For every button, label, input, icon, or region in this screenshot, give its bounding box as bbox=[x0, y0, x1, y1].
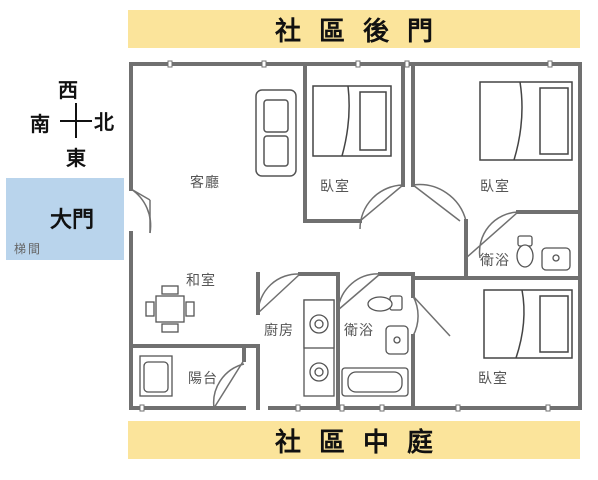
bedroom-c-label: 臥室 bbox=[478, 371, 508, 387]
back-gate-banner: 社區後門 bbox=[128, 10, 580, 48]
kitchen-label: 廚房 bbox=[264, 323, 294, 339]
japanese-room-label: 和室 bbox=[186, 273, 216, 289]
small-bathroom-label: 衛浴 bbox=[480, 253, 510, 269]
compass-north: 北 bbox=[94, 110, 114, 134]
bed-icon-a bbox=[312, 85, 392, 157]
dining-table-icon bbox=[145, 285, 195, 333]
bath-toilet-icon bbox=[367, 295, 403, 312]
living-room-label: 客廳 bbox=[190, 175, 220, 191]
entrance-area bbox=[6, 178, 124, 260]
balcony-basin-icon bbox=[139, 355, 173, 397]
compass-south: 南 bbox=[30, 112, 50, 136]
main-bathroom-label: 衛浴 bbox=[344, 323, 374, 339]
courtyard-label: 社區中庭 bbox=[274, 427, 451, 458]
sofa-icon bbox=[255, 89, 297, 177]
sink-icon bbox=[541, 247, 571, 271]
bed-icon-c bbox=[483, 289, 573, 359]
bath-sink-icon bbox=[385, 325, 409, 355]
back-gate-label: 社區後門 bbox=[274, 16, 451, 47]
balcony-label: 陽台 bbox=[188, 371, 218, 387]
courtyard-banner: 社區中庭 bbox=[128, 421, 580, 459]
compass-east: 東 bbox=[66, 146, 86, 170]
bathtub-icon bbox=[341, 367, 409, 397]
doors bbox=[130, 183, 519, 409]
windows bbox=[139, 60, 553, 412]
compass-cross-icon bbox=[60, 103, 92, 138]
stairwell-label: 梯間 bbox=[14, 242, 43, 256]
walls bbox=[129, 62, 582, 410]
bed-icon-b bbox=[479, 81, 573, 161]
toilet-icon bbox=[516, 235, 534, 268]
bedroom-b-label: 臥室 bbox=[480, 179, 510, 195]
bedroom-a-label: 臥室 bbox=[320, 179, 350, 195]
stove-icon bbox=[303, 299, 335, 397]
main-door-label: 大門 bbox=[50, 207, 95, 233]
compass-west: 西 bbox=[58, 78, 78, 102]
